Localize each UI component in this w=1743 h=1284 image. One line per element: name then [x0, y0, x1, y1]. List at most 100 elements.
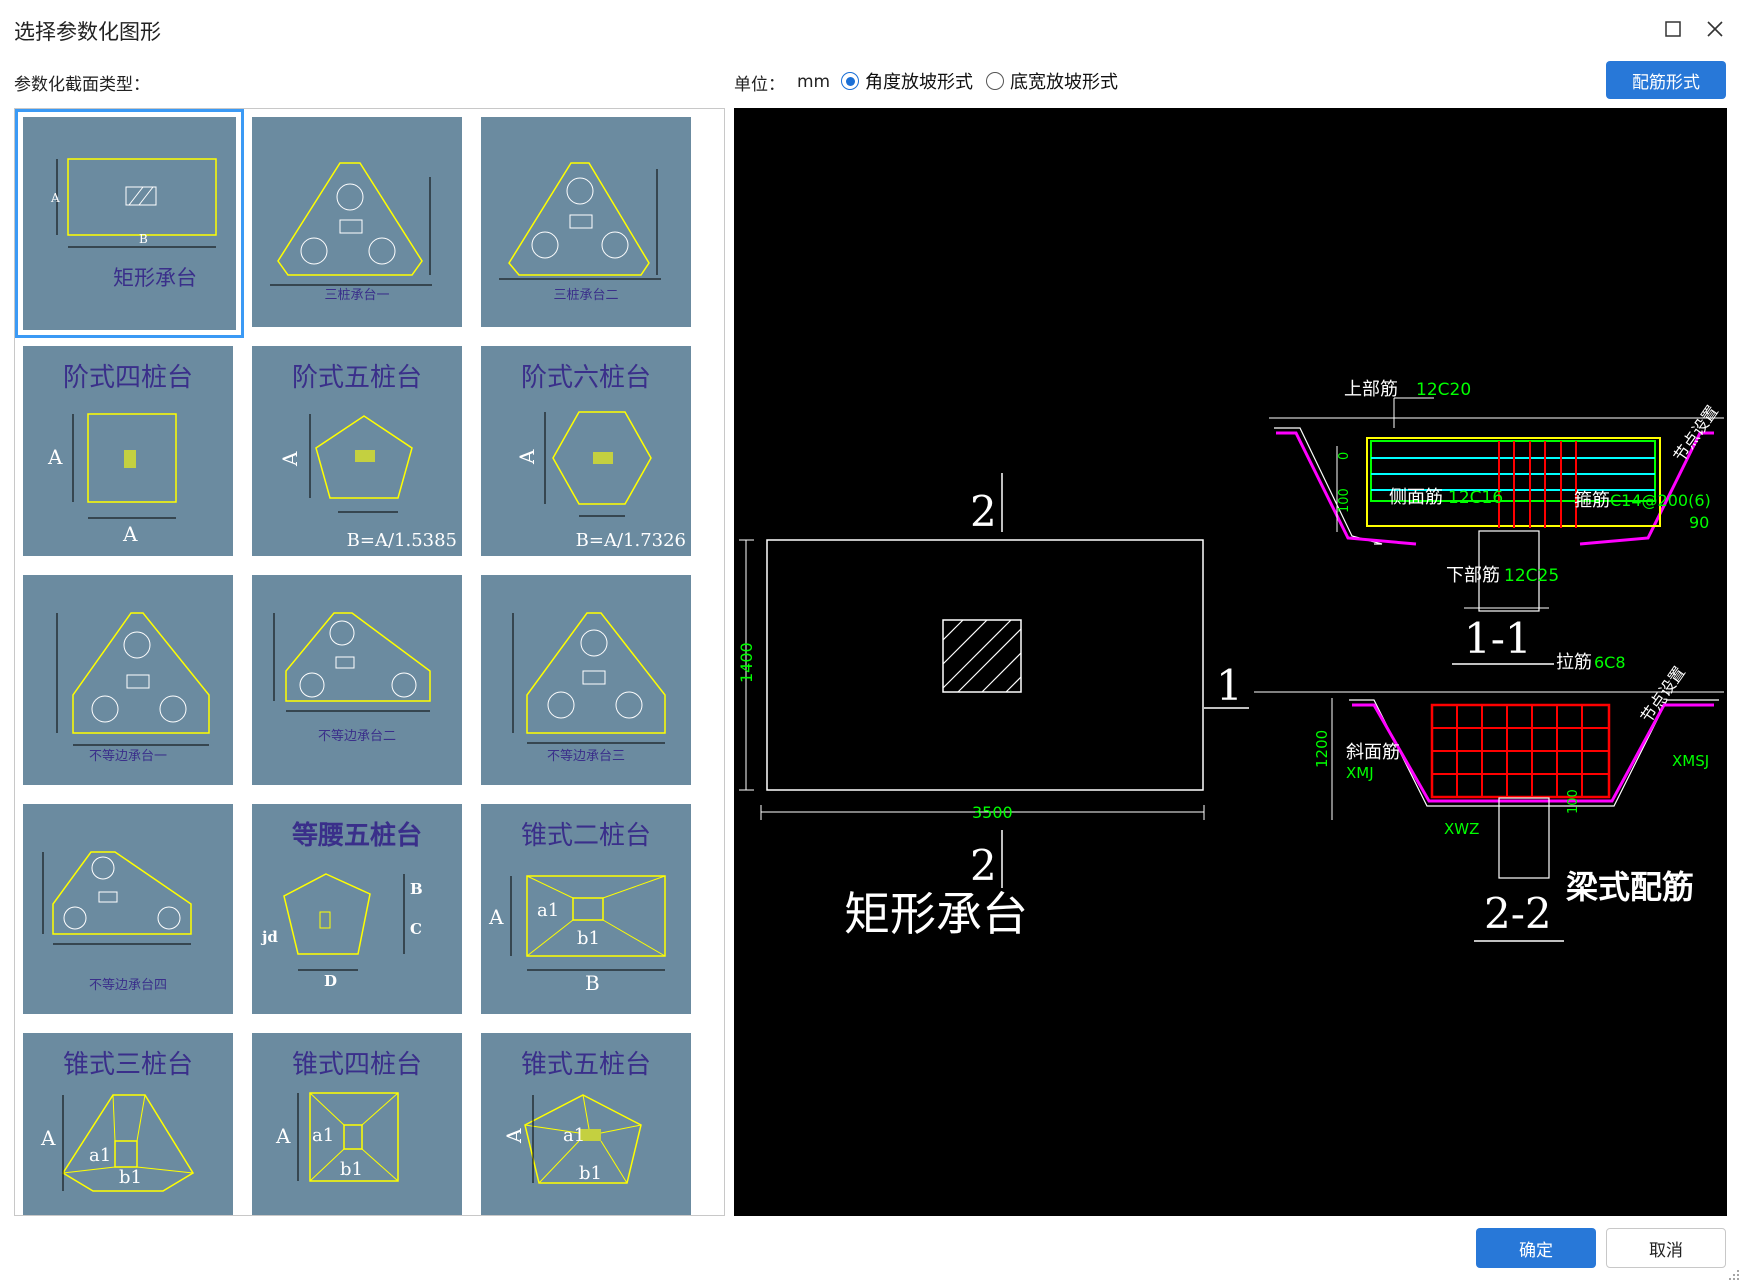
- section-type-label: 参数化截面类型：: [14, 75, 150, 95]
- stirrup-value: C14@200(6): [1610, 491, 1711, 510]
- svg-text:A: A: [488, 905, 504, 929]
- column-rect: [942, 619, 1022, 693]
- tile-caption: 锥式四桩台: [292, 1050, 422, 1080]
- tile-caption: 锥式二桩台: [521, 821, 651, 851]
- shape-tile-thumbnail: 不等边承台一: [23, 575, 233, 785]
- maximize-icon[interactable]: [1658, 14, 1688, 44]
- tile-caption: 三桩承台二: [553, 288, 618, 303]
- shape-tile[interactable]: 不等边承台三: [473, 567, 702, 796]
- radio-width-dot[interactable]: [986, 72, 1004, 90]
- section-1-1-title: 1-1: [1464, 614, 1532, 663]
- title-bar: 选择参数化图形: [0, 0, 1743, 60]
- svg-text:D: D: [324, 972, 337, 990]
- radio-angle-dot[interactable]: [841, 72, 859, 90]
- shape-tile[interactable]: B C D jd 等腰五桩台: [244, 796, 473, 1025]
- svg-text:0: 0: [1337, 452, 1352, 460]
- svg-text:jd: jd: [260, 928, 278, 946]
- shape-tile[interactable]: 三桩承台一: [244, 109, 473, 338]
- svg-text:B: B: [139, 232, 148, 246]
- slope-rebar-label: 斜面筋: [1346, 742, 1400, 763]
- rebar-form-button[interactable]: 配筋形式: [1606, 61, 1726, 99]
- svg-text:A: A: [122, 522, 138, 546]
- shape-tile[interactable]: 不等边承台一: [15, 567, 244, 796]
- svg-text:XMSJ: XMSJ: [1672, 752, 1709, 770]
- svg-text:B: B: [585, 971, 600, 995]
- tile-caption: 不等边承台三: [547, 748, 625, 764]
- shape-tile[interactable]: 三桩承台二: [473, 109, 702, 338]
- svg-text:A: A: [40, 1126, 56, 1150]
- tile-drawing: 三桩承台二: [499, 162, 661, 303]
- tile-caption: 阶式四桩台: [63, 363, 193, 393]
- svg-text:a1: a1: [537, 900, 559, 921]
- node-setting-label: 节点设置: [1670, 402, 1722, 465]
- tile-drawing: 不等边承台二: [273, 612, 431, 744]
- cancel-button[interactable]: 取消: [1606, 1228, 1726, 1268]
- shape-tile[interactable]: A a1 b1 B 锥式二桩台: [473, 796, 702, 1025]
- column-hatch: [942, 619, 1022, 693]
- tile-drawing: 不等边承台一: [56, 612, 210, 764]
- tile-drawing: 不等边承台四: [42, 851, 192, 993]
- section-mark-top: 2: [970, 487, 997, 536]
- svg-text:A: A: [502, 1128, 526, 1144]
- tile-note: B=A/1.7326: [576, 530, 686, 551]
- svg-text:a1: a1: [89, 1145, 111, 1166]
- tile-caption: 不等边承台一: [89, 748, 167, 764]
- bottom-rebar-label: 下部筋: [1446, 565, 1500, 586]
- radio-angle-slope[interactable]: 角度放坡形式: [841, 68, 973, 94]
- top-rebar-value: 12C20: [1416, 380, 1471, 400]
- tile-note: B=A/1.5385: [347, 530, 457, 551]
- svg-text:b1: b1: [577, 928, 600, 949]
- tile-caption: 等腰五桩台: [292, 820, 422, 851]
- tile-caption: 锥式五桩台: [521, 1050, 651, 1080]
- svg-text:b1: b1: [119, 1167, 142, 1188]
- svg-text:B: B: [410, 880, 423, 898]
- tile-caption: 三桩承台一: [324, 288, 389, 303]
- resize-grip-icon[interactable]: [1727, 1268, 1741, 1282]
- side-rebar-value: 12C16: [1448, 488, 1503, 508]
- tile-caption: 阶式六桩台: [521, 363, 651, 393]
- svg-text:100: 100: [1337, 488, 1352, 513]
- shape-tile[interactable]: 不等边承台四: [15, 796, 244, 1025]
- bottom-rebar-value: 12C25: [1504, 566, 1559, 586]
- tie-value: 6C8: [1594, 653, 1626, 672]
- svg-text:b1: b1: [340, 1159, 363, 1180]
- shape-tile-thumbnail: 不等边承台四: [23, 804, 233, 1014]
- shape-tile[interactable]: 不等边承台二: [244, 567, 473, 796]
- dim-width: 3500: [972, 803, 1013, 822]
- radio-width-label: 底宽放坡形式: [1010, 72, 1118, 93]
- plan-rect: [766, 539, 1204, 791]
- ok-button[interactable]: 确定: [1476, 1228, 1596, 1268]
- preview-canvas: 2 2 1 1400 3500 矩形承台: [734, 108, 1727, 1216]
- svg-text:100: 100: [1566, 789, 1581, 814]
- radio-width-slope[interactable]: 底宽放坡形式: [986, 68, 1118, 94]
- svg-text:C: C: [410, 920, 422, 938]
- tile-drawing: 不等边承台三: [512, 612, 666, 764]
- preview-drawing: 2 2 1 1400 3500 矩形承台: [737, 379, 1724, 942]
- svg-text:XWZ: XWZ: [1444, 820, 1479, 838]
- unit-value: mm: [797, 72, 831, 92]
- tile-drawing: A a1 b1 B 锥式二桩台: [488, 821, 666, 995]
- tile-drawing: 三桩承台一: [270, 162, 432, 303]
- shape-tile-thumbnail: B C D jd 等腰五桩台: [252, 804, 462, 1014]
- svg-text:90: 90: [1689, 513, 1709, 532]
- svg-text:节点设置: 节点设置: [1637, 663, 1689, 726]
- close-icon[interactable]: [1700, 14, 1730, 44]
- stirrup-label: 箍筋: [1574, 490, 1610, 511]
- tile-drawing: B C D jd 等腰五桩台: [260, 820, 423, 990]
